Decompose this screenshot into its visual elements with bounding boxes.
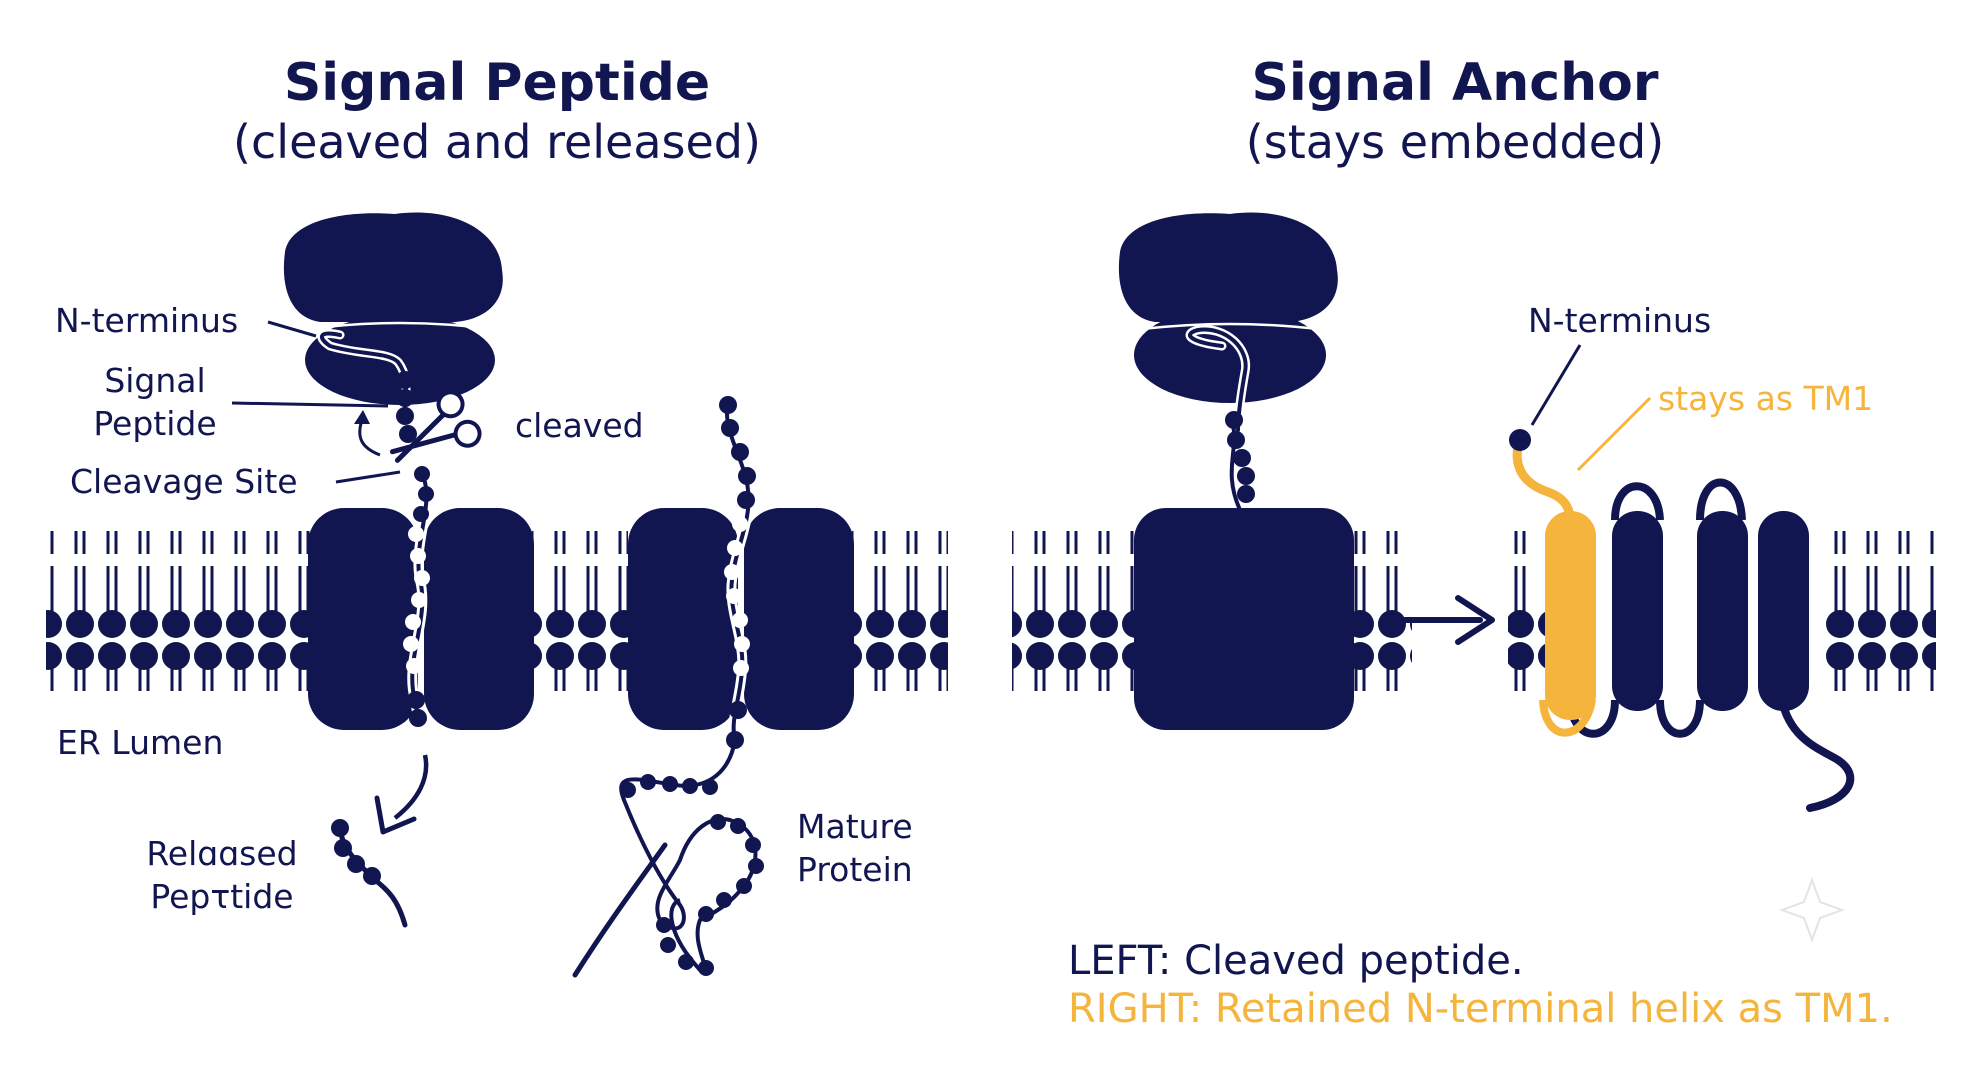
release-arrow [393,754,429,820]
tm-helix-3 [1697,511,1748,711]
caption-left: LEFT: Cleaved peptide. [1068,938,1524,984]
small-curved-arrowhead [354,410,370,424]
right-membrane-segment-d [1824,531,1936,691]
right-membrane-segment-b [1348,531,1412,691]
arrow-right-icon [1397,595,1495,645]
ribosome-icon [1118,212,1338,403]
right-n-terminus-label: N-terminus [1528,301,1711,340]
released-peptide [331,819,408,928]
n-terminus-leader [267,320,317,338]
left-n-terminus-label: N-terminus [55,301,238,340]
caption-right: RIGHT: Retained N-terminal helix as TM1. [1068,986,1893,1032]
right-title: Signal Anchor [1251,53,1658,113]
small-curved-arrow-icon [358,419,381,457]
tm-helix-4 [1758,511,1809,711]
released-peptide-label-line1: Relɑɑsed [146,834,297,873]
sparkle-icon [1779,877,1845,943]
right-n-terminus-leader [1530,344,1582,426]
mature-protein-chain [572,396,764,978]
right-panel: Signal Anchor (stays embedded) [1012,53,1936,1032]
signal-peptide-label-line1: Signal [104,361,205,400]
signal-peptide-label-line2: Peptide [93,404,216,443]
release-arrowhead-icon [374,795,417,835]
mature-protein-label-line1: Mature [797,807,913,846]
translocon-channel-right [628,508,854,730]
cleavage-site-leader [335,470,401,484]
tm-helix-2 [1612,511,1663,711]
nascent-chain-signal-peptide [317,328,434,727]
cleaved-label: cleaved [515,406,644,445]
left-membrane-segment-c [852,531,948,691]
translocon-channel-left [308,508,534,730]
right-membrane-segment-a [1012,531,1140,691]
scissors-icon [389,390,482,463]
stays-as-tm1-label: stays as TM1 [1658,379,1873,418]
left-membrane-segment-b [532,531,628,691]
stays-as-tm1-leader [1576,396,1652,472]
cleavage-site-label: Cleavage Site [70,462,298,501]
multipass-membrane-protein [1566,478,1855,812]
nascent-chain-anchor [1185,325,1255,511]
mature-protein-label-line2: Protein [797,850,913,889]
er-lumen-label: ER Lumen [57,723,223,762]
translocon-channel [1134,508,1354,730]
left-membrane-segment-a [46,531,312,691]
n-terminus-dot [1509,429,1531,451]
left-title: Signal Peptide [284,53,710,113]
released-peptide-label-line2: Pepτtide [150,877,293,916]
left-panel: Signal Peptide (cleaved and released) [46,53,948,978]
ribosome-icon [283,212,503,405]
signal-peptide-leader [231,401,389,408]
right-subtitle: (stays embedded) [1246,115,1664,169]
tm1-helix-retained [1509,429,1596,737]
left-subtitle: (cleaved and released) [233,115,761,169]
